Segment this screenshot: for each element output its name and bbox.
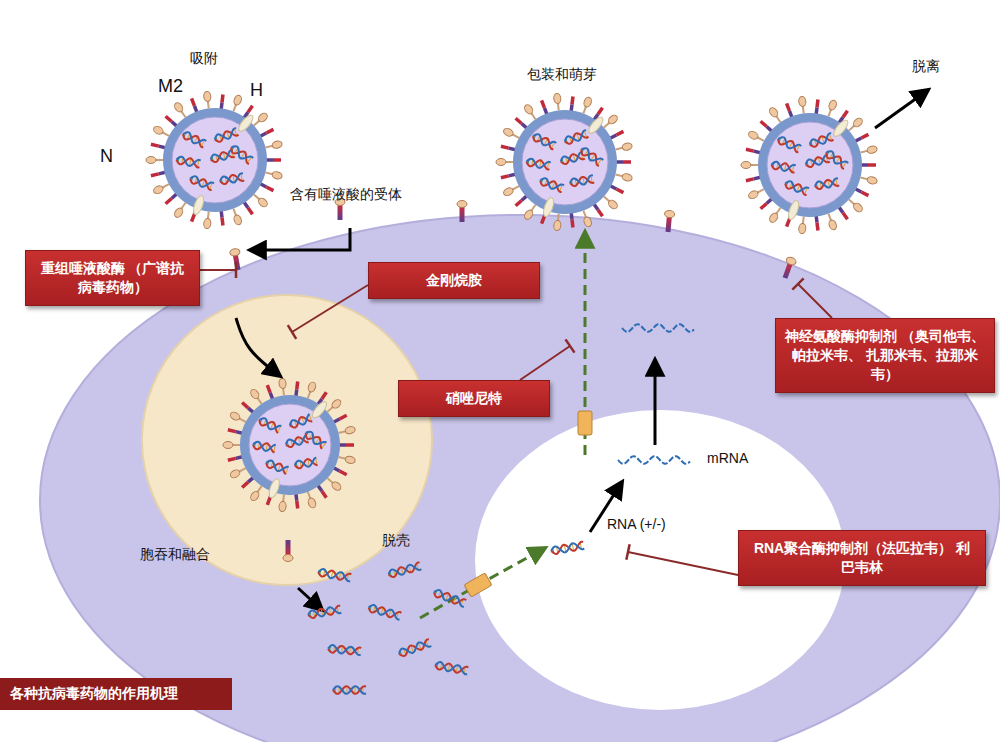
- part-label: 脱离: [912, 58, 940, 76]
- rna-helix: [398, 639, 432, 658]
- rna-helix: [265, 459, 289, 474]
- rna-helix: [219, 173, 244, 185]
- rna-helix: [388, 562, 422, 578]
- rna-helix: [258, 416, 282, 433]
- inhibition-line: [626, 544, 738, 575]
- rna-helix: [579, 146, 603, 166]
- rna-helix: [368, 604, 402, 620]
- inhibition-line: [200, 262, 236, 278]
- part-label: 含有唾液酸的受体: [290, 186, 402, 204]
- influenza-virus: [223, 378, 356, 512]
- drug-box: 硝唑尼特: [398, 380, 550, 417]
- rna-helix: [808, 133, 833, 149]
- drug-box: 神经氨酸酶抑制剂 （奥司他韦、帕拉米韦、 扎那米韦、拉那米韦）: [775, 318, 995, 393]
- drug-name: 神经氨酸酶抑制剂 （奥司他韦、帕拉米韦、 扎那米韦、拉那米韦）: [784, 327, 986, 384]
- rna-helix: [189, 175, 214, 191]
- influenza-virus: [496, 93, 633, 231]
- rna-helix: [213, 128, 238, 144]
- part-label: 脱壳: [382, 532, 410, 550]
- drug-name: 金刚烷胺: [377, 271, 531, 290]
- rna-helix: [176, 156, 201, 168]
- rna-helix: [784, 180, 809, 196]
- rna-helix: [551, 541, 585, 555]
- rna-helix: [303, 429, 326, 448]
- rna-helix: [526, 158, 551, 170]
- sialic-receptor: [780, 256, 797, 280]
- rna-helix: [531, 132, 556, 149]
- part-label: N: [100, 146, 113, 167]
- caption-box: 各种抗病毒药物的作用机理: [0, 678, 232, 710]
- drug-box: 重组唾液酸酶 （广谱抗病毒药物）: [25, 250, 200, 306]
- nuclear-pore: [464, 573, 492, 597]
- process-arrow: [654, 360, 657, 445]
- part-label: H: [250, 80, 263, 101]
- rna-helix: [824, 149, 848, 169]
- rna-helix: [435, 661, 469, 675]
- rna-helix: [814, 178, 839, 190]
- part-label: RNA (+/-): [607, 516, 666, 532]
- sialic-receptor: [457, 201, 467, 223]
- sialic-receptor: [663, 210, 675, 232]
- process-arrow: [875, 90, 928, 128]
- drug-name: 重组唾液酸酶 （广谱抗病毒药物）: [34, 259, 191, 297]
- inhibition-line: [792, 278, 832, 318]
- part-label: mRNA: [707, 450, 748, 466]
- rna-helix: [433, 588, 467, 607]
- endosome: [142, 295, 432, 585]
- part-label: 吸附: [190, 50, 218, 68]
- rna-helix: [569, 175, 594, 187]
- part-label: 包装和萌芽: [527, 66, 597, 84]
- transport-arrow: [420, 548, 545, 618]
- rna-helix: [776, 135, 801, 152]
- drug-name: 硝唑尼特: [407, 389, 541, 408]
- sialic-receptor: [283, 540, 293, 562]
- rna-helix: [539, 177, 564, 193]
- part-label: 胞吞和融合: [140, 546, 210, 564]
- influenza-virus: [741, 96, 878, 234]
- process-arrow: [250, 228, 350, 250]
- process-arrow: [236, 318, 280, 376]
- drug-box: 金刚烷胺: [368, 262, 540, 299]
- nuclear-pore: [578, 411, 592, 435]
- rna-helix: [252, 441, 276, 453]
- mrna-strand: [622, 324, 694, 332]
- influenza-virus: [146, 91, 283, 229]
- rna-helix: [318, 568, 352, 582]
- drug-box: RNA聚合酶抑制剂（法匹拉韦） 利巴韦林: [738, 530, 986, 586]
- rna-helix: [294, 457, 318, 469]
- rna-helix: [285, 435, 309, 449]
- rna-helix: [288, 414, 312, 429]
- rna-helix: [333, 686, 366, 694]
- rna-helix: [181, 130, 206, 147]
- mrna-strand: [618, 456, 690, 464]
- process-arrow: [298, 588, 322, 610]
- rna-helix: [328, 645, 362, 656]
- rna-helix: [308, 605, 342, 619]
- part-label: M2: [158, 76, 183, 97]
- inhibition-line: [520, 339, 574, 380]
- rna-helix: [563, 130, 588, 146]
- rna-helix: [229, 144, 253, 164]
- rna-helix: [771, 161, 796, 173]
- inhibition-line: [288, 285, 368, 339]
- drug-name: RNA聚合酶抑制剂（法匹拉韦） 利巴韦林: [747, 539, 977, 577]
